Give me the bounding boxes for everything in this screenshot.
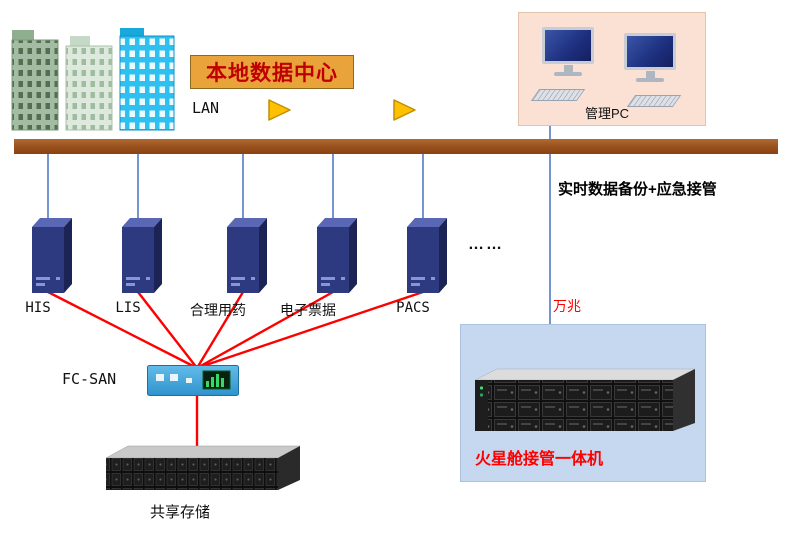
server-node-rational-drug [223,215,271,302]
server-tower-icon [407,218,447,293]
server-label-his: HIS [25,300,51,316]
fc-san-switch-svg [147,365,239,396]
server-tower-icon [122,218,162,293]
storage-array-icon [100,442,305,505]
monitor-icon [621,33,679,82]
server-tower-icon [32,218,72,293]
city-buildings-icon [8,24,186,141]
lan-label: LAN [192,99,220,117]
monitor-base [554,72,582,76]
bandwidth-label: 万兆 [553,298,581,314]
lan-backbone-bar [14,139,778,154]
storage-label: 共享存储 [150,504,211,521]
storage-array-svg [105,445,301,490]
server-label-lis: LIS [115,300,141,316]
server-node-pacs [403,215,451,302]
ellipsis-text: …… [468,236,504,253]
rack-server-icon [474,368,696,431]
keyboard-icon [530,89,586,101]
fc-san-label: FC-SAN [62,370,117,388]
server-node-ebill [313,215,361,302]
server-tower-icon [317,218,357,293]
flow-arrow-icon [268,99,291,121]
server-label-pacs: PACS [396,300,430,316]
fc-san-switch-icon [147,365,239,401]
server-node-lis [118,215,166,302]
keyboard-icon [626,95,682,107]
monitor-icon [539,27,597,76]
monitor-stand [645,71,655,78]
monitor-base [636,78,664,82]
title-box: 本地数据中心 [190,55,354,89]
mars-appliance-label: 火星舱接管一体机 [475,451,604,468]
city-buildings-svg [11,28,175,131]
mars-appliance-panel: 火星舱接管一体机 [460,324,706,482]
management-pc-label: 管理PC [585,106,630,121]
title-text: 本地数据中心 [206,61,338,85]
management-pc-panel: 管理PC [518,12,706,126]
server-node-his [28,215,76,302]
server-label-ebill: 电子票据 [280,303,336,319]
server-label-rational-drug: 合理用药 [190,303,246,319]
monitor-screen [542,27,594,64]
monitor-screen [624,33,676,70]
monitor-stand [563,65,573,72]
backup-annotation: 实时数据备份+应急接管 [558,181,717,198]
server-tower-icon [227,218,267,293]
flow-arrow-icon [393,99,416,121]
